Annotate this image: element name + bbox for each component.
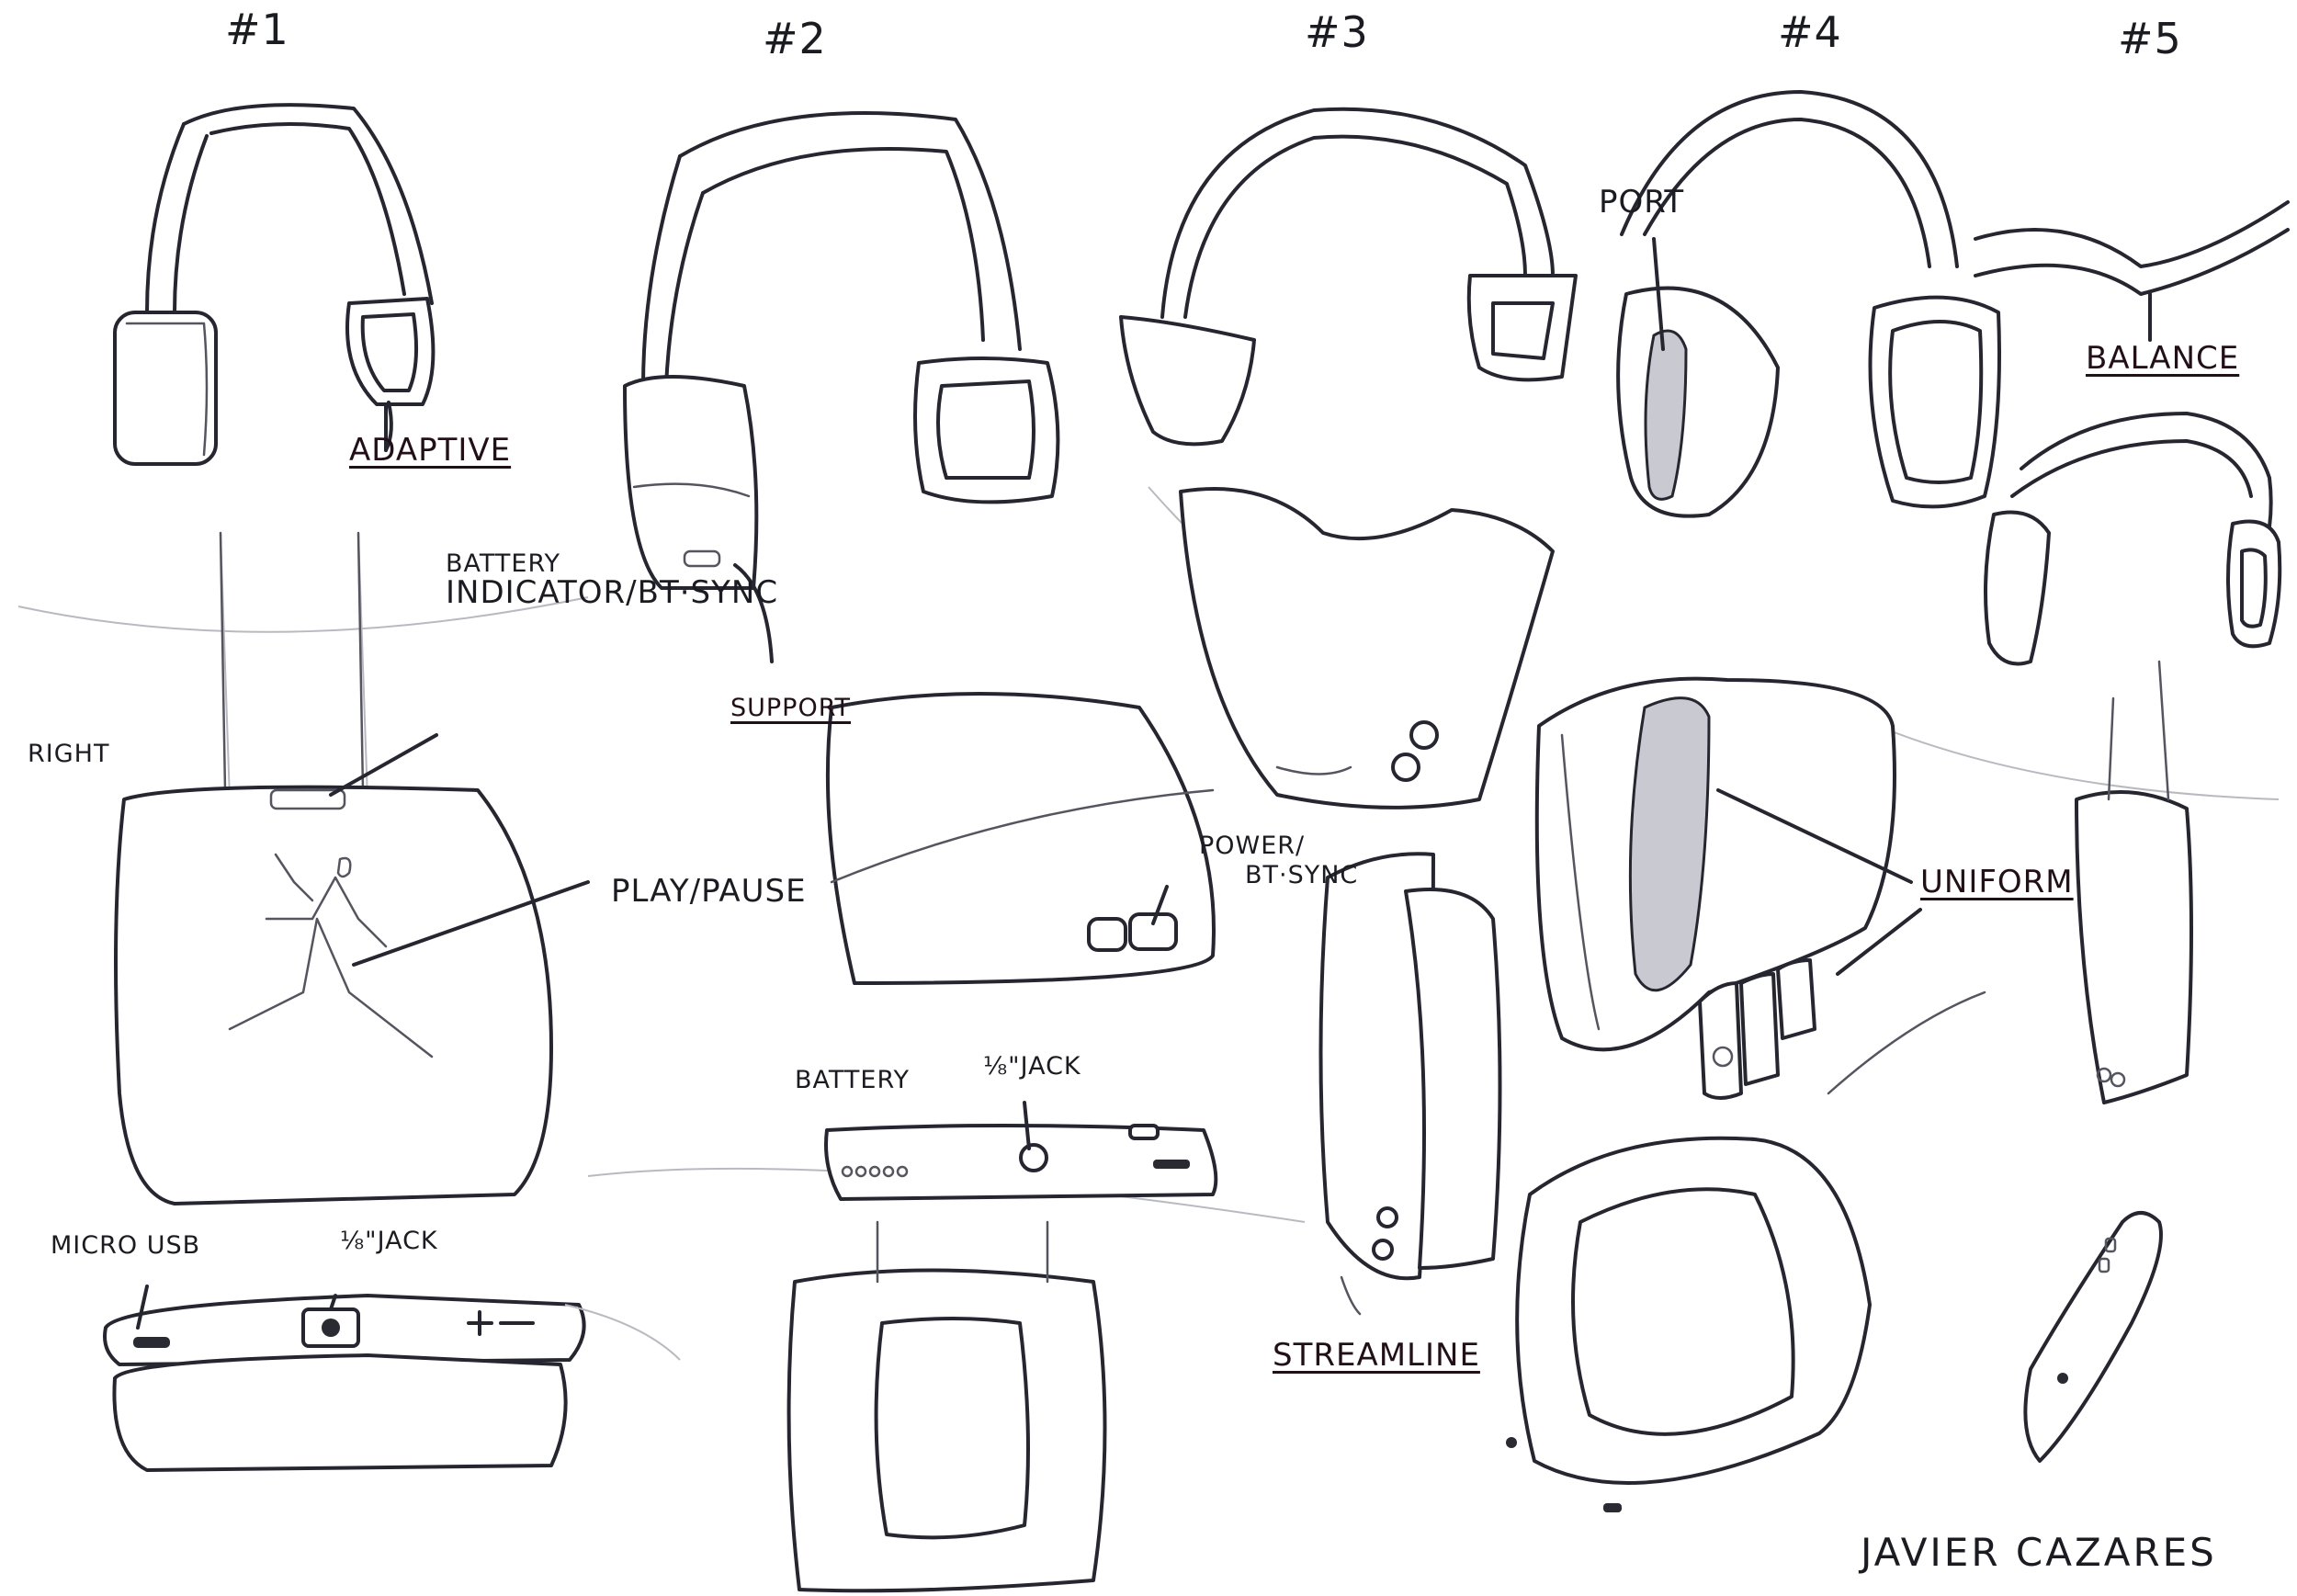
callout-micro-usb: MICRO USB: [51, 1231, 201, 1260]
concept-number-4: #4: [1778, 7, 1842, 57]
callout-port: PORT: [1599, 184, 1685, 221]
battery-dots: [841, 1165, 909, 1178]
jumpman-logo: [228, 853, 434, 1058]
concept-number-1: #1: [225, 5, 289, 54]
callout-jack-1: ⅛"JACK: [340, 1227, 438, 1255]
concept-4-headphone-sketch: [1506, 90, 2001, 1512]
callout-adaptive: ADAPTIVE: [349, 432, 512, 469]
callout-streamline: STREAMLINE: [1273, 1337, 1480, 1374]
concept-2-headphone-sketch: [623, 111, 1218, 1593]
callout-battery-indicator-line2: INDICATOR/BT·SYNC: [446, 574, 779, 611]
concept-5-headphone-sketch: [1974, 200, 2290, 1463]
callout-power-line2: BT·SYNC: [1245, 861, 1359, 889]
artist-signature: JAVIER CAZARES: [1861, 1530, 2217, 1575]
concept-number-3: #3: [1305, 7, 1369, 57]
concept-number-2: #2: [763, 14, 827, 63]
callout-play-pause: PLAY/PAUSE: [611, 873, 807, 910]
callout-support: SUPPORT: [730, 694, 852, 722]
concept-number-5: #5: [2118, 14, 2182, 63]
callout-uniform: UNIFORM: [1920, 864, 2074, 900]
callout-power-line1: POWER/: [1199, 832, 1306, 860]
callout-jack-2: ⅛"JACK: [983, 1052, 1081, 1081]
callout-right: RIGHT: [28, 740, 110, 768]
concept-1-headphone-sketch: [103, 103, 681, 1472]
concept-3-headphone-sketch: [1119, 107, 1578, 1316]
callout-leader-lines: [136, 237, 2152, 1330]
callout-balance: BALANCE: [2086, 340, 2240, 377]
callout-battery: BATTERY: [795, 1066, 910, 1094]
callout-battery-indicator-line1: BATTERY: [446, 549, 560, 578]
